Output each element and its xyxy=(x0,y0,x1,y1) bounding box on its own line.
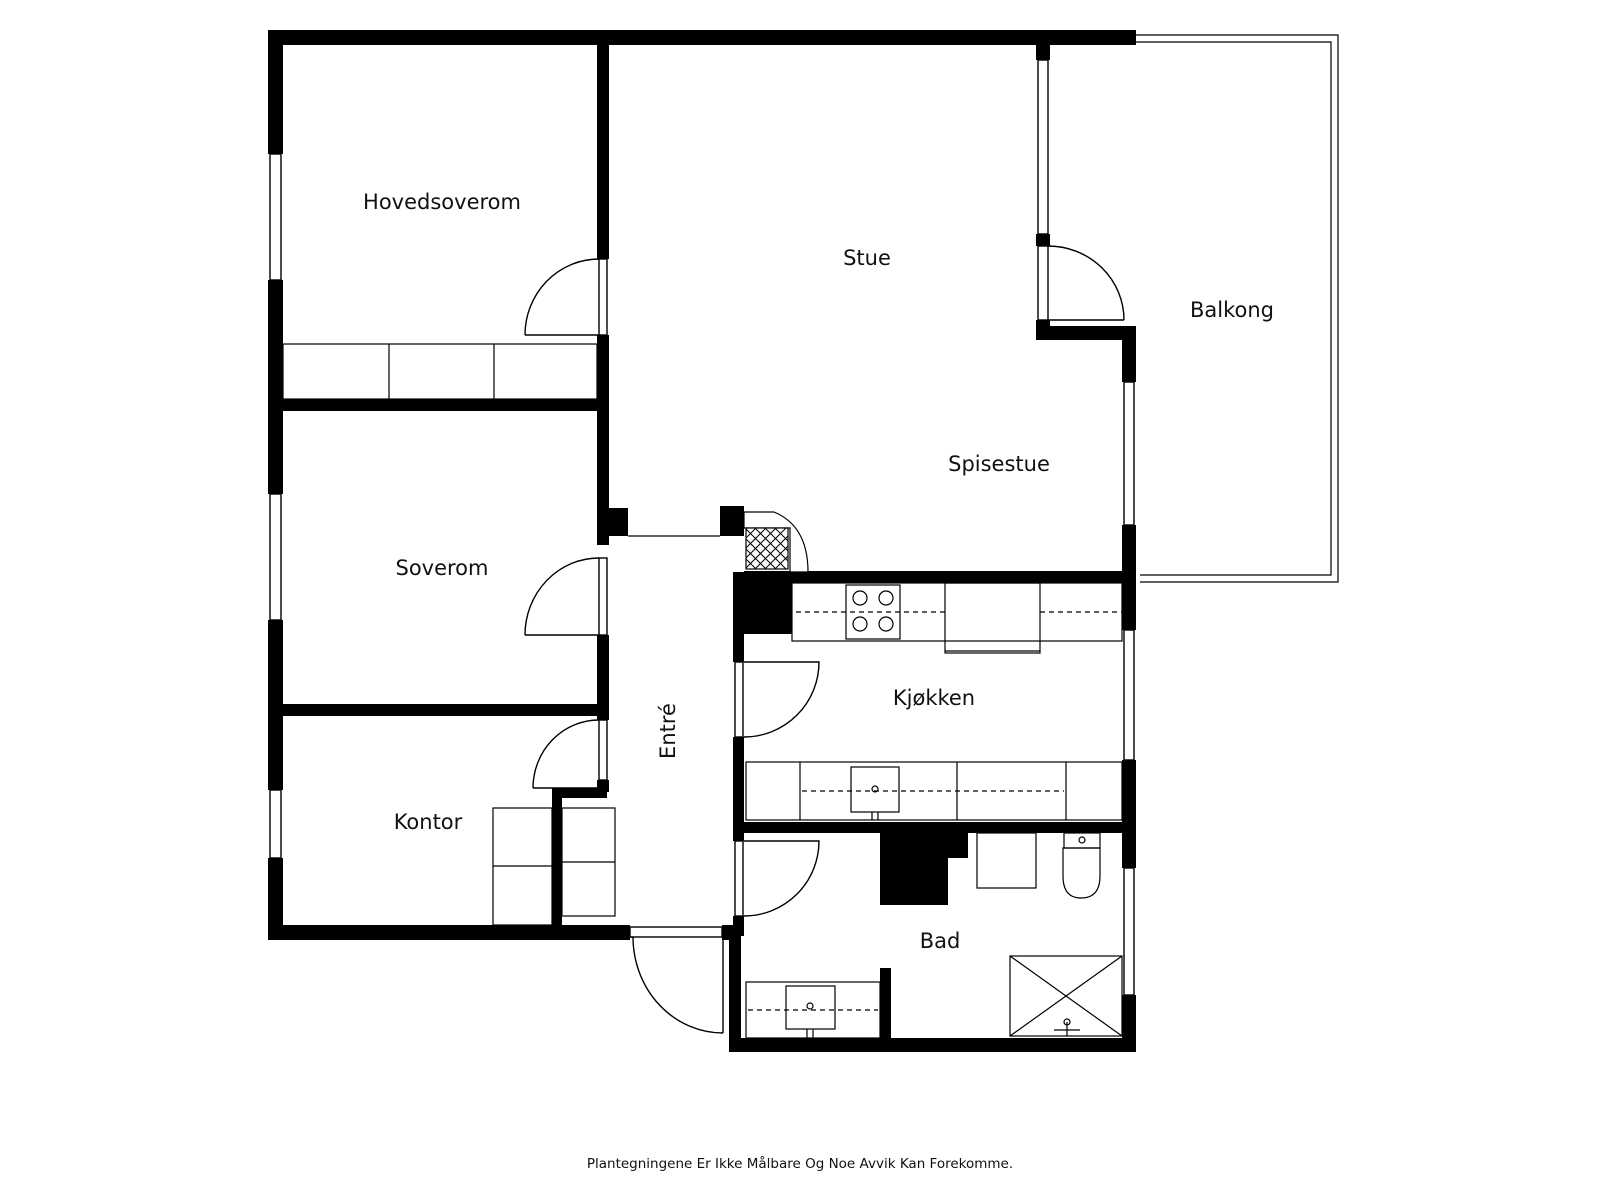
room-label-balkong: Balkong xyxy=(1190,298,1274,322)
room-label-spisestue: Spisestue xyxy=(948,452,1050,476)
kitchen-fixtures xyxy=(745,582,1123,821)
disclaimer-text: Plantegningene Er Ikke Målbare Og Noe Av… xyxy=(586,1156,1014,1172)
room-label-hovedsoverom: Hovedsoverom xyxy=(363,190,521,214)
room-label-entre: Entré xyxy=(656,703,680,759)
wardrobes xyxy=(282,343,616,926)
fireplace xyxy=(743,511,809,573)
room-label-kjokken: Kjøkken xyxy=(893,686,975,710)
room-label-soverom: Soverom xyxy=(395,556,488,580)
bathroom-fixtures xyxy=(745,832,1123,1039)
windows xyxy=(269,59,1135,996)
doors xyxy=(524,245,1125,1034)
walls xyxy=(268,30,1136,1052)
room-label-kontor: Kontor xyxy=(394,810,463,834)
room-label-bad: Bad xyxy=(920,929,961,953)
balcony-outline xyxy=(1130,34,1339,583)
room-label-stue: Stue xyxy=(843,246,891,270)
